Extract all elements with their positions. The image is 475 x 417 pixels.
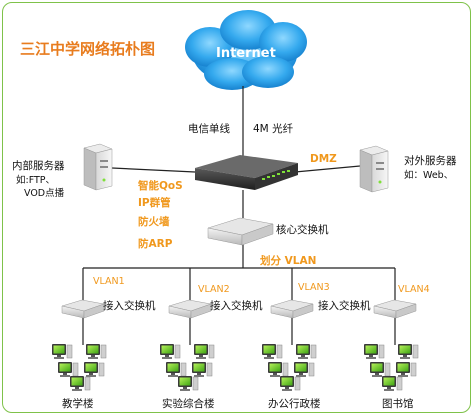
external-server-link xyxy=(294,165,361,173)
uplink-left-label: 电信单线 xyxy=(188,123,230,135)
core-router-icon xyxy=(195,155,298,190)
internal-server-icon xyxy=(83,143,113,191)
access-switch-label-1: 接入交换机 xyxy=(103,300,156,312)
diagram-frame xyxy=(2,2,471,413)
internal-server-label-1: 内部服务器 xyxy=(12,160,65,172)
uplink-right-label: 4M 光纤 xyxy=(253,123,294,135)
internet-label: Internet xyxy=(216,46,276,61)
dmz-label: DMZ xyxy=(310,153,337,165)
building-label-3: 办公行政楼 xyxy=(268,398,321,410)
internal-server-label-3: VOD点播 xyxy=(24,188,65,199)
router-feature-arp: 防ARP xyxy=(138,238,173,250)
pc-cluster-icon-1 xyxy=(51,343,107,392)
access-switch-icon-2 xyxy=(168,299,212,319)
router-feature-qos: 智能QoS xyxy=(138,180,183,192)
access-switch-icon-4 xyxy=(373,299,417,319)
external-server-label-1: 对外服务器 xyxy=(404,155,457,167)
internal-server-label-2: 如:FTP、 xyxy=(16,175,56,186)
external-server-label-2: 如：Web、 xyxy=(404,170,454,181)
vlan-label-1: VLAN1 xyxy=(93,276,125,287)
diagram-title: 三江中学网络拓朴图 xyxy=(20,40,156,58)
access-switch-label-2: 接入交换机 xyxy=(210,300,263,312)
vlan-label-3: VLAN3 xyxy=(298,282,330,293)
router-feature-ip: IP群管 xyxy=(138,197,171,209)
access-switch-icon-1 xyxy=(61,299,105,319)
pc-cluster-icon-4 xyxy=(363,343,419,392)
core-switch-label: 核心交换机 xyxy=(276,224,329,236)
access-switch-label-3: 接入交换机 xyxy=(318,300,371,312)
vlan-division-label: 划分 VLAN xyxy=(260,255,317,267)
building-label-1: 教学楼 xyxy=(62,398,94,410)
vlan-label-4: VLAN4 xyxy=(398,284,430,295)
pc-cluster-icon-3 xyxy=(261,343,317,392)
access-switch-icon-3 xyxy=(270,299,314,319)
core-switch-icon xyxy=(207,217,274,246)
internal-server-link xyxy=(111,167,196,173)
building-label-2: 实验综合楼 xyxy=(162,398,215,410)
building-label-4: 图书馆 xyxy=(382,398,414,410)
pc-cluster-icon-2 xyxy=(159,343,215,392)
internet-cloud-shape xyxy=(185,10,307,90)
router-feature-firewall: 防火墙 xyxy=(138,216,170,228)
external-server-icon xyxy=(359,145,389,193)
vlan-label-2: VLAN2 xyxy=(198,284,230,295)
